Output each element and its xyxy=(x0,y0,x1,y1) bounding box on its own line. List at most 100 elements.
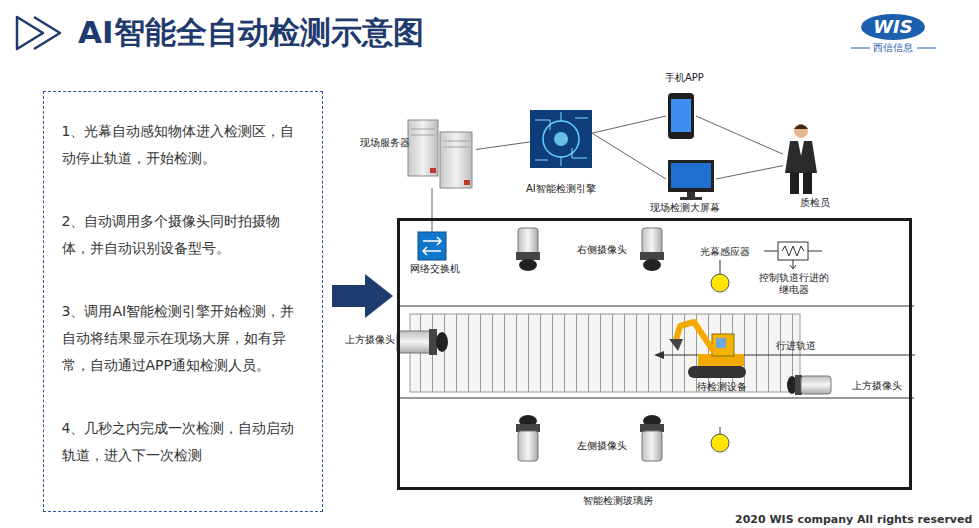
step-text: 1、光幕自动感知物体进入检测区，自动停止轨道，开始检测。 xyxy=(62,118,296,172)
camera-ring xyxy=(429,329,437,355)
server-node: 现场服务器 xyxy=(404,118,476,188)
server-slots xyxy=(411,129,469,147)
engine-core xyxy=(554,132,568,146)
equipment-node: 待检测设备 xyxy=(668,318,748,380)
sensor-dot xyxy=(711,434,729,452)
engine-node: AI智能检测引擎 xyxy=(530,110,592,168)
connector-line xyxy=(432,188,433,232)
switch-arrows xyxy=(423,237,441,255)
track-slats xyxy=(410,314,800,392)
title-chevron xyxy=(34,17,60,49)
camera-label: 上方摄像头 xyxy=(345,334,395,346)
camera-label: 右侧摄像头 xyxy=(577,244,627,256)
switch-node: 网络交换机 xyxy=(418,232,446,260)
camera-lens xyxy=(519,259,537,271)
camera-top-left xyxy=(397,329,448,355)
phone-body xyxy=(668,93,694,139)
camera-right-a xyxy=(516,228,540,271)
inspector-suit xyxy=(785,141,817,173)
camera-top-right xyxy=(787,375,831,395)
step-text: 2、自动调用多个摄像头同时拍摄物体，并自动识别设备型号。 xyxy=(62,208,296,262)
connector-line xyxy=(696,116,783,154)
camera-label: 上方摄像头 xyxy=(852,380,902,392)
page-title: AI智能全自动检测示意图 xyxy=(78,12,424,52)
track-band: 行进轨道待检测设备 xyxy=(400,307,909,397)
monitor-screen xyxy=(671,163,711,188)
engine-circuit xyxy=(535,112,588,166)
connector-line xyxy=(476,142,530,150)
inspector-head xyxy=(794,124,808,138)
node-label: 现场检测大屏幕 xyxy=(650,202,720,214)
switch-illustration xyxy=(418,232,446,260)
monitor-frame xyxy=(668,160,714,192)
track-rails xyxy=(397,306,914,398)
excavator-cab xyxy=(712,334,734,356)
camera-right-b xyxy=(640,228,664,271)
connector-line xyxy=(592,133,666,179)
direction-head xyxy=(654,351,664,359)
relay-symbol xyxy=(764,242,822,269)
camera-ring xyxy=(516,252,540,260)
camera-body xyxy=(642,431,662,461)
step-text: 3、调用AI智能检测引擎开始检测，并自动将结果显示在现场大屏，如有异常，自动通过… xyxy=(62,298,296,379)
relay-label: 控制轨道行进的继电器 xyxy=(757,272,831,296)
excavator-boom xyxy=(676,322,714,352)
inspector-hair xyxy=(794,125,808,130)
monitor-illustration xyxy=(668,160,714,200)
flow-arrow xyxy=(332,274,393,318)
camera-ring xyxy=(640,252,664,260)
connector-line xyxy=(716,166,783,179)
node-label: 行进轨道 xyxy=(776,340,816,352)
camera-left-b xyxy=(640,415,664,461)
switch-box xyxy=(418,232,446,260)
node-label: 待检测设备 xyxy=(697,381,747,393)
engine-panel xyxy=(530,110,592,168)
phone-node: 手机APP xyxy=(666,92,696,140)
camera-lens xyxy=(436,332,448,352)
engine-illustration xyxy=(530,110,592,168)
phone-screen xyxy=(671,99,691,132)
copyright-note: 2020 WIS company All rights reserved xyxy=(735,514,972,526)
camera-left-a xyxy=(516,415,540,461)
server-tower xyxy=(440,132,472,188)
excavator-bucket xyxy=(669,339,683,351)
title-icon xyxy=(17,17,60,49)
camera-body xyxy=(518,228,538,254)
inspector-leg xyxy=(803,172,812,194)
camera-body xyxy=(397,331,431,353)
title-triangle xyxy=(17,17,43,49)
node-label: 智能检测玻璃房 xyxy=(583,495,653,507)
connector-line xyxy=(592,116,666,133)
excavator-illustration xyxy=(669,322,746,378)
notes-box: 1、光幕自动感知物体进入检测区，自动停止轨道，开始检测。 2、自动调用多个摄像头同… xyxy=(43,91,323,512)
step-text: 4、几秒之内完成一次检测，自动启动轨道，进入下一次检测 xyxy=(62,415,296,469)
server-tower xyxy=(408,120,438,176)
logo-text: WIS xyxy=(866,16,920,38)
phone-illustration xyxy=(668,93,694,139)
relay-box xyxy=(778,242,808,260)
node-label: 网络交换机 xyxy=(410,263,460,275)
track-illustration xyxy=(397,306,915,398)
server-illustration xyxy=(408,120,472,188)
inspector-leg xyxy=(790,172,799,194)
camera-body xyxy=(518,431,538,461)
camera-body xyxy=(801,376,831,394)
glass-room: 智能检测玻璃房网络交换机行进轨道待检测设备 xyxy=(397,218,912,490)
sensor-dot xyxy=(711,274,729,292)
camera-lens xyxy=(643,259,661,271)
server-led xyxy=(464,180,470,185)
monitor-base xyxy=(680,197,702,200)
excavator-tracks xyxy=(688,366,746,378)
sensor-label: 光幕感应器 xyxy=(700,246,750,258)
monitor-stand xyxy=(687,192,695,197)
server-led xyxy=(430,168,436,173)
inspector-node: 质检员 xyxy=(783,120,820,196)
inspector-illustration xyxy=(785,124,817,194)
node-label: 质检员 xyxy=(800,197,830,209)
logo-subtitle: 西信信息 xyxy=(873,42,913,54)
node-label: AI智能检测引擎 xyxy=(526,183,596,195)
node-label: 现场服务器 xyxy=(360,137,410,149)
excavator-window xyxy=(716,338,726,348)
relay-coil xyxy=(782,246,804,256)
